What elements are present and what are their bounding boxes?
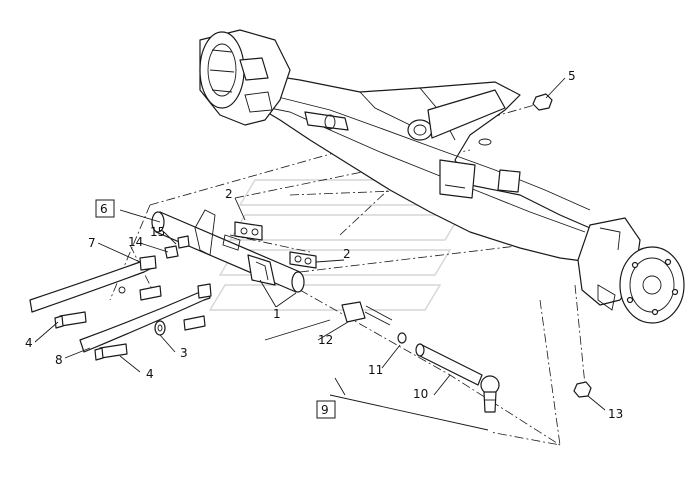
callout-4-left: 4 — [25, 336, 33, 350]
callout-13: 13 — [608, 407, 623, 421]
leader-lines — [34, 77, 606, 431]
callout-9: 9 — [321, 403, 329, 417]
small-fittings — [118, 235, 190, 294]
tie-rod-assembly — [341, 301, 500, 413]
callout-14: 14 — [128, 235, 143, 249]
callout-10: 10 — [413, 387, 428, 401]
right-hub — [577, 217, 685, 324]
callout-5: 5 — [568, 69, 576, 83]
callout-2-upper: 2 — [225, 187, 233, 201]
callout-labels: 5 2 2 1 6 7 15 14 4 8 3 4 12 11 10 9 13 — [25, 69, 623, 421]
callout-9-box — [316, 400, 336, 419]
hydraulic-hoses — [29, 255, 212, 353]
assembly-lines — [109, 101, 601, 446]
left-hub — [199, 29, 349, 131]
bolts — [54, 285, 206, 361]
callout-11: 11 — [368, 363, 383, 377]
steering-cylinder — [151, 209, 305, 293]
callout-3: 3 — [180, 346, 188, 360]
callout-15: 15 — [150, 225, 165, 239]
callout-1: 1 — [273, 307, 281, 321]
callout-6: 6 — [100, 202, 108, 216]
callout-8: 8 — [55, 353, 63, 367]
callout-6-box — [95, 199, 115, 218]
callout-2-lower: 2 — [343, 247, 351, 261]
callout-4-right: 4 — [146, 367, 154, 381]
callout-12: 12 — [318, 333, 333, 347]
clamp-plates — [234, 221, 317, 269]
callout-7: 7 — [88, 236, 96, 250]
nuts — [532, 93, 592, 398]
